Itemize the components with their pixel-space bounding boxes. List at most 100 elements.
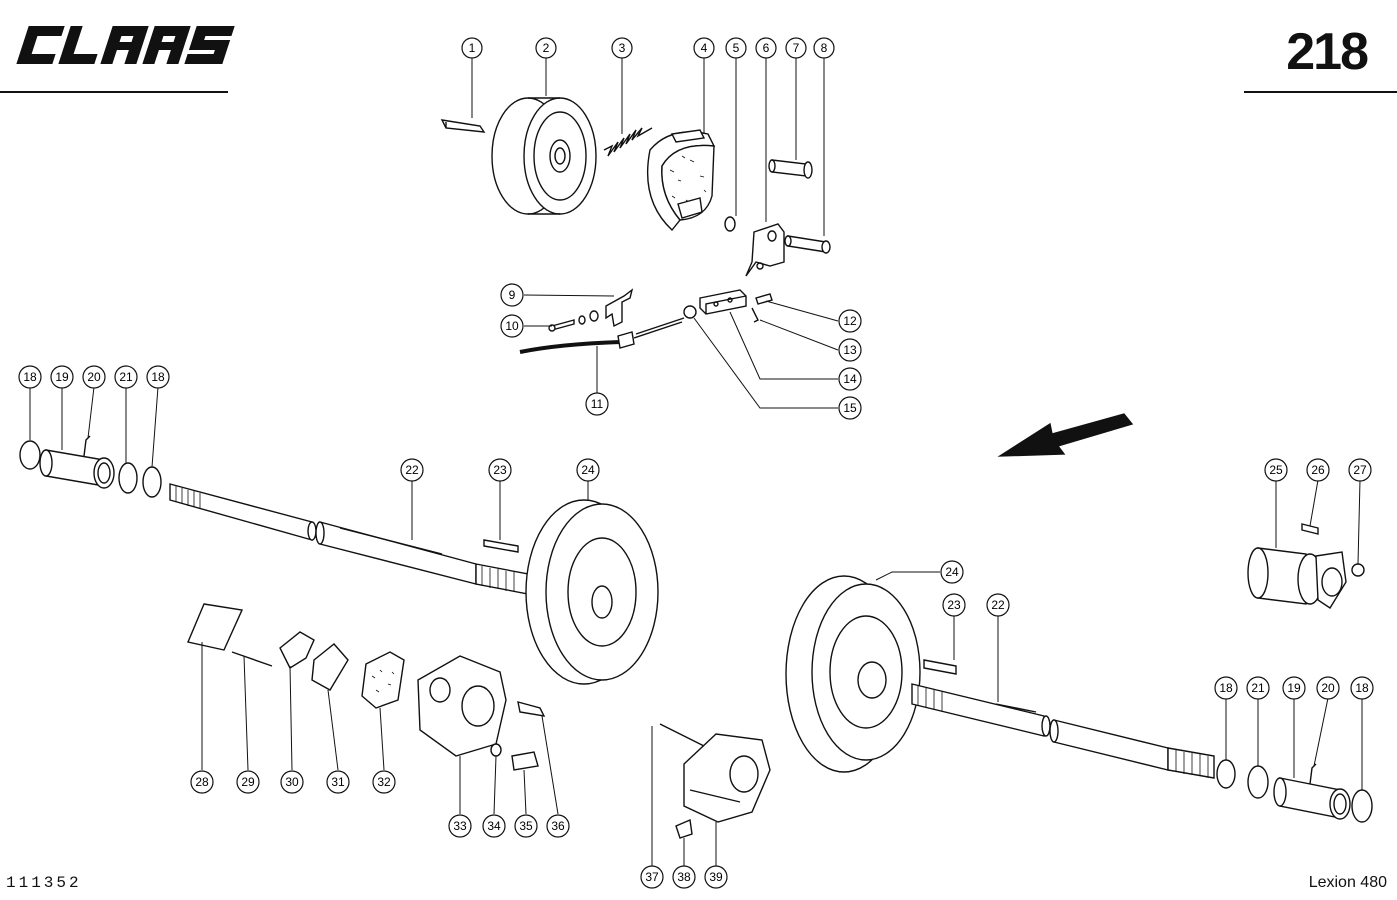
part-20-grease-nipple-left	[83, 435, 91, 457]
svg-text:31: 31	[331, 775, 345, 789]
svg-text:6: 6	[763, 41, 770, 55]
part-34-washer	[490, 743, 502, 757]
svg-text:22: 22	[405, 463, 419, 477]
part-31-shim	[311, 643, 349, 691]
svg-text:38: 38	[677, 870, 691, 884]
callout-1: 1	[461, 37, 483, 59]
callout-20-left: 20	[82, 365, 106, 389]
svg-text:36: 36	[551, 819, 565, 833]
part-32-brake-pad	[361, 651, 405, 709]
part-21-ring-right	[1247, 765, 1269, 799]
part-22-shaft-left	[169, 483, 529, 595]
callout-18-left-a: 18	[18, 365, 42, 389]
svg-text:3: 3	[619, 41, 626, 55]
part-6-lever	[745, 223, 785, 277]
callout-24-right: 24	[940, 560, 964, 584]
svg-text:9: 9	[509, 288, 516, 302]
callout-18-right-b: 18	[1350, 676, 1374, 700]
callout-20-right: 20	[1316, 676, 1340, 700]
callout-36: 36	[546, 814, 570, 838]
part-39-caliper-right	[683, 733, 771, 823]
part-21-ring-left	[118, 462, 138, 494]
callout-19-left: 19	[50, 365, 74, 389]
callout-9: 9	[500, 283, 524, 307]
svg-text:33: 33	[453, 819, 467, 833]
part-33-caliper-left	[417, 655, 507, 757]
svg-text:24: 24	[945, 565, 959, 579]
callout-14: 14	[838, 367, 862, 391]
callout-5: 5	[725, 37, 747, 59]
callout-22-right: 22	[986, 593, 1010, 617]
svg-text:23: 23	[493, 463, 507, 477]
part-25-coupling	[1247, 547, 1347, 609]
part-4-brake-shoe	[646, 129, 716, 232]
part-37-screw	[659, 723, 705, 747]
part-24-brake-disc-left	[525, 499, 659, 685]
direction-arrow	[997, 413, 1134, 457]
svg-text:11: 11	[591, 397, 604, 411]
part-23-key-left	[483, 539, 519, 553]
svg-text:18: 18	[1219, 681, 1233, 695]
svg-text:14: 14	[843, 372, 857, 386]
svg-text:26: 26	[1311, 463, 1325, 477]
part-35-bolt	[511, 751, 539, 771]
svg-text:28: 28	[195, 775, 209, 789]
part-9-bracket	[605, 288, 634, 328]
part-10-bolt-set	[548, 310, 599, 332]
part-27-nut	[1351, 563, 1365, 577]
callout-31: 31	[326, 770, 350, 794]
callout-15: 15	[838, 396, 862, 420]
svg-text:25: 25	[1269, 463, 1283, 477]
svg-text:1: 1	[469, 41, 476, 55]
part-11-cable	[519, 317, 685, 354]
svg-text:10: 10	[505, 319, 519, 333]
callout-4: 4	[693, 37, 715, 59]
callout-3: 3	[611, 37, 633, 59]
callout-21-left: 21	[114, 365, 138, 389]
leader-lines	[29, 58, 1363, 866]
part-3-spring	[603, 127, 653, 157]
callout-26: 26	[1306, 458, 1330, 482]
svg-text:35: 35	[519, 819, 533, 833]
svg-text:22: 22	[991, 598, 1005, 612]
part-26-pin	[1301, 523, 1319, 535]
svg-text:15: 15	[843, 401, 857, 415]
header-rule-left	[0, 91, 228, 93]
callout-33: 33	[448, 814, 472, 838]
callout-39: 39	[704, 865, 728, 889]
svg-text:37: 37	[645, 870, 659, 884]
svg-text:32: 32	[377, 775, 391, 789]
svg-text:5: 5	[733, 41, 740, 55]
svg-text:13: 13	[843, 343, 857, 357]
callout-32: 32	[372, 770, 396, 794]
part-28-shim	[187, 603, 244, 651]
callout-27: 27	[1348, 458, 1372, 482]
callout-8: 8	[813, 37, 835, 59]
svg-text:19: 19	[55, 370, 69, 384]
svg-text:34: 34	[487, 819, 501, 833]
callout-23-right: 23	[942, 593, 966, 617]
callout-23-left: 23	[488, 458, 512, 482]
svg-text:20: 20	[1321, 681, 1335, 695]
part-30-spring-plate	[279, 631, 315, 670]
svg-text:23: 23	[947, 598, 961, 612]
callout-18-right-a: 18	[1214, 676, 1238, 700]
callout-25: 25	[1264, 458, 1288, 482]
svg-text:18: 18	[151, 370, 165, 384]
callout-6: 6	[755, 37, 777, 59]
part-22-shaft-right	[911, 683, 1215, 779]
callout-7: 7	[785, 37, 807, 59]
page-number: 218	[1286, 23, 1369, 81]
callout-2: 2	[535, 37, 557, 59]
part-7-pin	[768, 159, 813, 179]
claas-logo	[16, 26, 235, 64]
callout-13: 13	[838, 338, 862, 362]
callout-37: 37	[640, 865, 664, 889]
callout-12: 12	[838, 309, 862, 333]
part-5-washer	[724, 216, 736, 232]
callout-35: 35	[514, 814, 538, 838]
callout-21-right: 21	[1246, 676, 1270, 700]
callout-24-left: 24	[576, 458, 600, 482]
